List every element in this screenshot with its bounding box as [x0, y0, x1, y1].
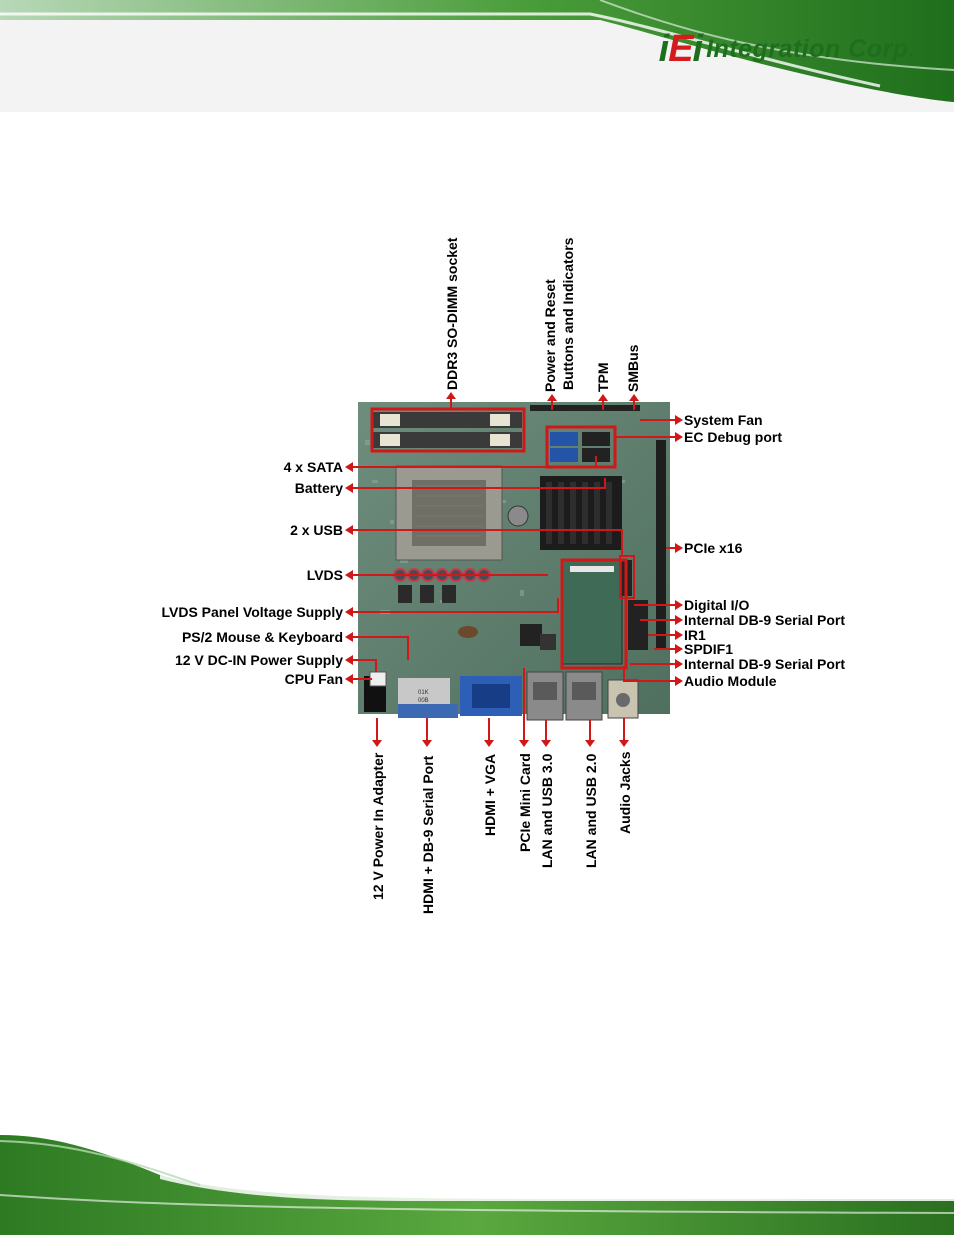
callout-tpm: TPM	[595, 362, 611, 392]
left-callouts: 4 x SATA Battery 2 x USB LVDS LVDS Panel…	[161, 456, 623, 687]
callout-cpu-fan: CPU Fan	[285, 671, 343, 687]
callout-sata: 4 x SATA	[284, 459, 343, 475]
callout-ddr3: DDR3 SO-DIMM socket	[444, 237, 460, 390]
callout-smbus: SMBus	[625, 344, 641, 392]
callout-system-fan: System Fan	[684, 412, 763, 428]
right-callouts: System Fan EC Debug port PCIe x16 Digita…	[616, 412, 845, 689]
callout-hdmi-db9: HDMI + DB-9 Serial Port	[420, 755, 436, 914]
callout-hdmi-vga: HDMI + VGA	[482, 754, 498, 836]
callout-battery: Battery	[295, 480, 343, 496]
callout-spdif1: SPDIF1	[684, 641, 733, 657]
callout-power-reset: Power and Reset	[542, 279, 558, 392]
logo-mark: iEi	[658, 28, 703, 70]
callout-ps2: PS/2 Mouse & Keyboard	[182, 629, 343, 645]
callout-dcin: 12 V DC-IN Power Supply	[175, 652, 343, 668]
callout-internal-db9-1: Internal DB-9 Serial Port	[684, 612, 845, 628]
callout-ir1: IR1	[684, 627, 706, 643]
callout-digital-io: Digital I/O	[684, 597, 749, 613]
company-logo: iEi Integration Corp.	[659, 28, 916, 71]
callout-usb: 2 x USB	[290, 522, 343, 538]
callout-buttons-indicators: Buttons and Indicators	[560, 237, 576, 390]
callout-audio-module: Audio Module	[684, 673, 777, 689]
callout-lan-usb2: LAN and USB 2.0	[583, 753, 599, 868]
callout-lvds: LVDS	[307, 567, 343, 583]
callout-internal-db9-2: Internal DB-9 Serial Port	[684, 656, 845, 672]
callout-lan-usb3: LAN and USB 3.0	[539, 753, 555, 868]
callout-pcie-x16: PCIe x16	[684, 540, 743, 556]
callout-lvds-voltage: LVDS Panel Voltage Supply	[161, 604, 343, 620]
callout-ec-debug: EC Debug port	[684, 429, 782, 445]
header-decoration	[0, 0, 954, 112]
bottom-callouts: 12 V Power In Adapter HDMI + DB-9 Serial…	[370, 668, 633, 914]
logo-text: Integration Corp.	[706, 35, 916, 63]
motherboard-image: 01K 00B	[358, 402, 670, 721]
callout-pcie-mini: PCIe Mini Card	[517, 753, 533, 852]
ram-label-1: 01K	[418, 690, 429, 696]
callout-audio-jacks: Audio Jacks	[617, 751, 633, 834]
callout-power-adapter: 12 V Power In Adapter	[370, 752, 386, 900]
footer-decoration	[0, 1135, 954, 1235]
top-callouts: DDR3 SO-DIMM socket Power and Reset Butt…	[444, 237, 641, 410]
ram-label-2: 00B	[418, 698, 429, 704]
